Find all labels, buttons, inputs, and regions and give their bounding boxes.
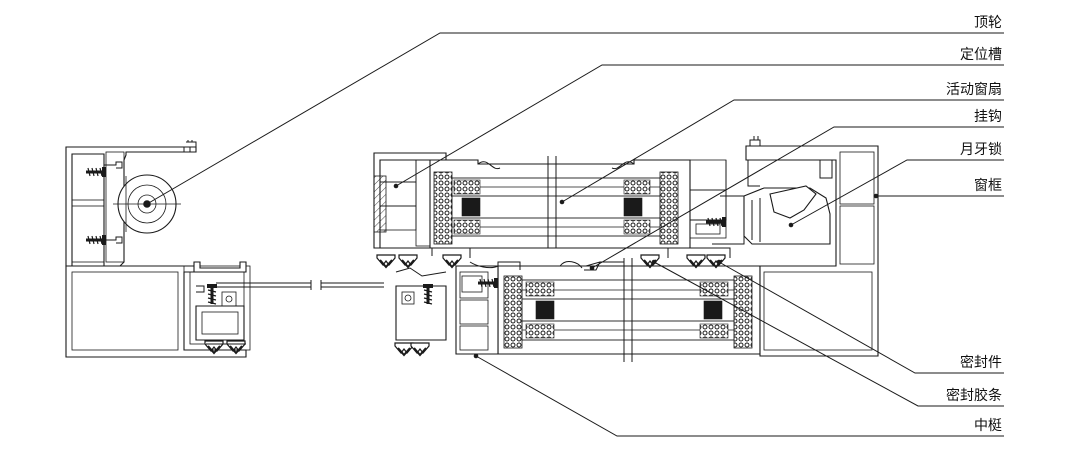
label-seal-strip: 密封胶条 bbox=[946, 387, 1002, 404]
label-movable-sash: 活动窗扇 bbox=[946, 81, 1002, 98]
label-mullion: 中梃 bbox=[974, 418, 1002, 434]
glass-pane-lower bbox=[521, 279, 735, 341]
label-window-frame: 窗框 bbox=[974, 177, 1002, 194]
label-top-wheel: 顶轮 bbox=[974, 15, 1002, 31]
callout-labels: 顶轮 定位槽 活动窗扇 挂钩 月牙锁 窗框 密封件 密封胶条 中梃 bbox=[946, 15, 1002, 434]
main-frame-section bbox=[373, 136, 879, 362]
label-crescent-lock: 月牙锁 bbox=[960, 142, 1002, 158]
leader-lines bbox=[144, 32, 1004, 437]
label-hook: 挂钩 bbox=[974, 109, 1002, 125]
lock-handle-icon bbox=[689, 185, 831, 245]
label-positioning-groove: 定位槽 bbox=[960, 47, 1002, 63]
label-seal-piece: 密封件 bbox=[960, 354, 1002, 371]
left-frame-section bbox=[65, 140, 251, 358]
